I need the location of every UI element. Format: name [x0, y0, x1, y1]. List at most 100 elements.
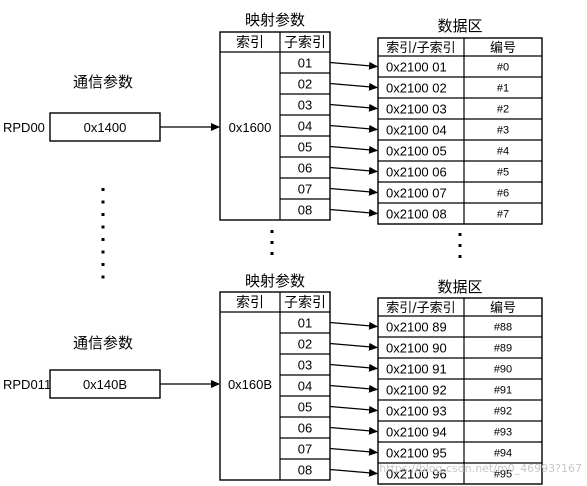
- ellipsis-dot: [270, 241, 274, 244]
- data-row-num: #1: [497, 83, 509, 95]
- data-row-num: #95: [494, 469, 512, 481]
- subindex-cell: 01: [298, 56, 312, 71]
- subindex-cell: 04: [298, 379, 312, 394]
- ellipsis-dot: [101, 225, 105, 229]
- data-row-num: #88: [494, 322, 512, 334]
- subindex-to-data-arrow: [329, 145, 378, 154]
- subindex-to-data-arrow: [329, 187, 378, 196]
- data-row-num: #93: [494, 427, 512, 439]
- subindex-cell: 01: [298, 316, 312, 331]
- ellipsis-dot: [101, 238, 105, 241]
- data-row-addr: 0x2100 03: [386, 102, 447, 117]
- data-row-addr: 0x2100 07: [386, 186, 447, 201]
- mapping-header-subindex: 子索引: [284, 294, 326, 311]
- ellipsis-dot: [101, 213, 105, 216]
- subindex-to-data-arrow: [329, 363, 378, 372]
- data-row-num: #89: [494, 343, 512, 355]
- data-area-title: 数据区: [437, 278, 482, 296]
- comm-param-box: [49, 112, 161, 142]
- rpdo-group: RPD00通信参数0x1400映射参数索引子索引0x1600数据区索引/子索引编…: [3, 11, 543, 225]
- data-area-table: [377, 297, 543, 485]
- ellipsis-dot: [101, 188, 105, 191]
- data-row-num: #4: [497, 146, 509, 158]
- data-row-num: #2: [497, 104, 509, 116]
- pdo-label: RPD011: [3, 377, 51, 392]
- subindex-to-data-arrow: [329, 384, 378, 393]
- mapping-param-title: 映射参数: [245, 272, 305, 290]
- mapping-header-index: 索引: [236, 294, 264, 311]
- ellipsis-dots: [101, 188, 462, 279]
- data-row-num: #6: [497, 188, 509, 200]
- data-row-num: #94: [494, 448, 512, 460]
- subindex-cell: 08: [298, 203, 312, 218]
- ellipsis-dot: [101, 250, 105, 254]
- data-row-addr: 0x2100 04: [386, 123, 447, 138]
- comm-param-value: 0x140B: [83, 377, 127, 392]
- subindex-to-data-arrow: [329, 405, 378, 414]
- comm-param-value: 0x1400: [84, 120, 127, 135]
- pdo-label: RPD00: [3, 120, 45, 135]
- data-row-addr: 0x2100 96: [386, 467, 447, 482]
- subindex-to-data-arrow: [329, 103, 378, 112]
- subindex-to-data-arrow: [329, 468, 378, 477]
- ellipsis-dot: [101, 263, 105, 266]
- ellipsis-dot: [458, 233, 462, 236]
- data-row-addr: 0x2100 93: [386, 404, 447, 419]
- comm-param-box: [49, 369, 161, 399]
- subindex-cell: 05: [298, 140, 312, 155]
- data-header-addr: 索引/子索引: [386, 301, 455, 316]
- data-row-addr: 0x2100 06: [386, 165, 447, 180]
- ellipsis-dot: [101, 200, 105, 204]
- data-header-num: 编号: [490, 301, 516, 316]
- mapping-table: [219, 291, 331, 481]
- ellipsis-dot: [458, 255, 462, 258]
- data-row-addr: 0x2100 08: [386, 207, 447, 222]
- subindex-cell: 02: [298, 337, 312, 352]
- data-row-num: #92: [494, 406, 512, 418]
- data-row-num: #0: [497, 62, 509, 74]
- subindex-cell: 03: [298, 98, 312, 113]
- data-row-addr: 0x2100 89: [386, 320, 447, 335]
- watermark-text: https://blog.csdn.net/m0_46993?167: [379, 462, 582, 475]
- data-area-title: 数据区: [437, 17, 482, 35]
- data-row-addr: 0x2100 01: [386, 60, 447, 75]
- groups-layer: RPD00通信参数0x1400映射参数索引子索引0x1600数据区索引/子索引编…: [3, 11, 543, 485]
- data-header-num: 编号: [490, 41, 516, 56]
- mapping-param-title: 映射参数: [245, 11, 305, 29]
- data-header-addr: 索引/子索引: [386, 41, 455, 56]
- data-area-table: [377, 37, 543, 225]
- subindex-to-data-arrow: [329, 166, 378, 175]
- subindex-to-data-arrow: [329, 61, 378, 70]
- subindex-cell: 06: [298, 161, 312, 176]
- ellipsis-dot: [270, 252, 274, 255]
- data-row-addr: 0x2100 05: [386, 144, 447, 159]
- data-row-num: #7: [497, 209, 509, 221]
- ellipsis-dot: [270, 230, 274, 233]
- data-row-num: #5: [497, 167, 509, 179]
- mapping-table: [219, 31, 331, 221]
- data-row-addr: 0x2100 95: [386, 446, 447, 461]
- subindex-cell: 07: [298, 442, 312, 457]
- mapping-index-value: 0x160B: [228, 377, 272, 392]
- comm-param-title: 通信参数: [73, 73, 133, 91]
- subindex-to-data-arrow: [329, 447, 378, 456]
- subindex-cell: 06: [298, 421, 312, 436]
- data-row-num: #3: [497, 125, 509, 137]
- subindex-to-data-arrow: [329, 426, 378, 435]
- ellipsis-dot: [458, 244, 462, 247]
- subindex-to-data-arrow: [329, 321, 378, 330]
- data-row-addr: 0x2100 94: [386, 425, 447, 440]
- subindex-to-data-arrow: [329, 342, 378, 351]
- subindex-to-data-arrow: [329, 208, 378, 217]
- subindex-cell: 08: [298, 463, 312, 478]
- comm-param-title: 通信参数: [73, 334, 133, 352]
- mapping-header-subindex: 子索引: [284, 34, 326, 51]
- subindex-cell: 03: [298, 358, 312, 373]
- subindex-to-data-arrow: [329, 124, 378, 133]
- subindex-cell: 02: [298, 77, 312, 92]
- subindex-cell: 04: [298, 119, 312, 134]
- subindex-cell: 05: [298, 400, 312, 415]
- mapping-index-value: 0x1600: [229, 120, 272, 135]
